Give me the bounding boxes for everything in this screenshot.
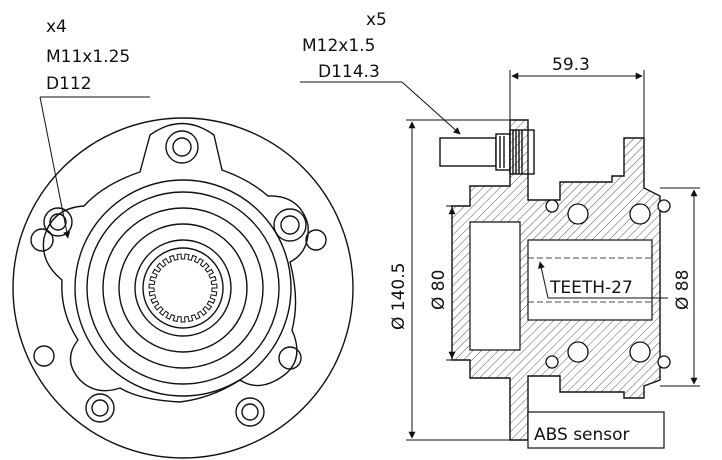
front-view [12, 117, 354, 459]
lug-boss [235, 397, 265, 427]
hub-ring-5 [134, 239, 232, 337]
flange-diameter-dim: Ø 140.5 [389, 263, 409, 330]
front-thread-spec: M11x1.25 [46, 47, 130, 67]
bolt-hole [278, 346, 302, 370]
lug-boss [273, 208, 307, 242]
lug-hole [172, 137, 192, 157]
lug-hole [280, 215, 300, 235]
teeth-count-label: TEETH-27 [549, 278, 633, 298]
front-bolt-count: x4 [46, 17, 67, 37]
spline-shaft [527, 239, 653, 321]
hub-ring-3 [102, 207, 264, 369]
pilot-diameter-dim: Ø 80 [429, 270, 449, 310]
side-view [439, 119, 671, 449]
lug-boss [43, 207, 73, 237]
inner-bore [469, 221, 521, 351]
lug-boss [85, 393, 115, 423]
stud-thread-spec: M12x1.5 [302, 36, 375, 56]
lug-hole [241, 403, 259, 421]
side-dimensions [300, 70, 700, 449]
hub-ring-1 [74, 179, 292, 397]
stud-pcd: D114.3 [318, 62, 380, 82]
abs-ring [527, 411, 665, 449]
abs-sensor-label: ABS sensor [534, 425, 630, 445]
flange-outline [42, 122, 309, 403]
lug-boss [165, 130, 199, 164]
bearing-diameter-dim: Ø 88 [673, 270, 693, 310]
spline-bore [148, 253, 218, 323]
lug-hole [49, 213, 67, 231]
width-dimension: 59.3 [552, 55, 590, 75]
bolt-hole [30, 228, 54, 252]
spline-teeth [148, 253, 218, 323]
lug-hole [91, 399, 109, 417]
front-pcd: D112 [46, 74, 92, 94]
bolt-hole [305, 229, 327, 251]
bearing-balls [545, 199, 671, 369]
bolt-hole [33, 345, 55, 367]
hub-ring-6 [142, 247, 224, 329]
hub-ring-2 [86, 191, 280, 385]
outer-rim-circle [12, 117, 354, 459]
hub-ring-4 [118, 223, 248, 353]
stud-count: x5 [366, 10, 387, 30]
front-leader [39, 96, 150, 239]
